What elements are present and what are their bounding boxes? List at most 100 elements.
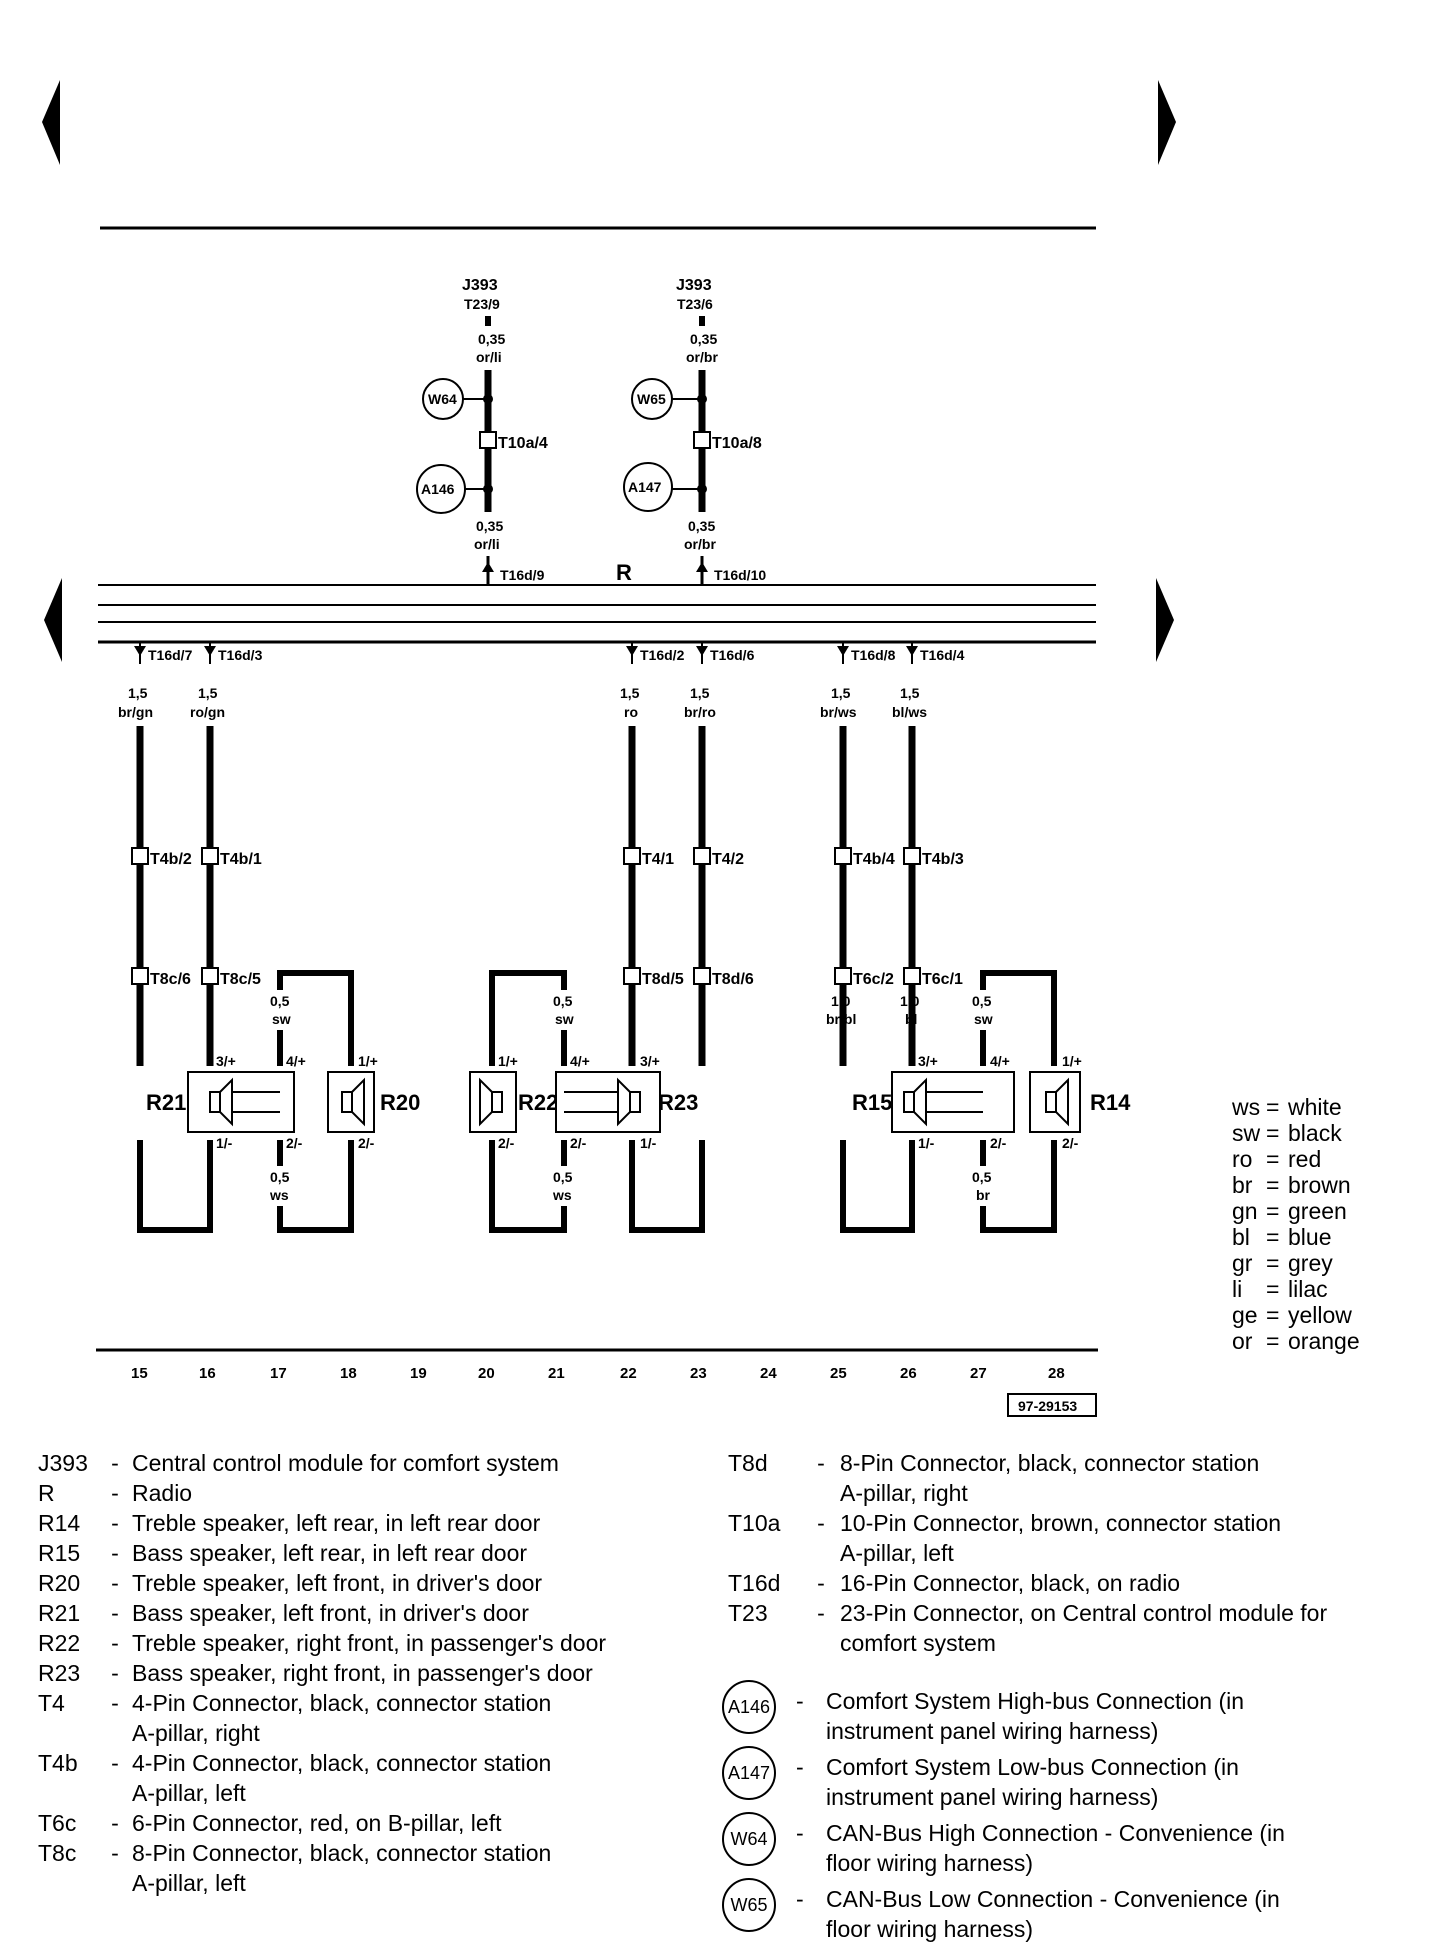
legend-desc-line: A-pillar, right (840, 1480, 968, 1506)
w65-label: W65 (637, 391, 666, 407)
legend-desc: Treble speaker, left rear, in left rear … (132, 1510, 541, 1536)
jumper-bottom-size-3: 0,5 (972, 1169, 992, 1185)
wire-color-1b: or/li (474, 536, 500, 552)
jumper-bottom-color-1: ws (269, 1187, 289, 1203)
col-28: 28 (1048, 1365, 1065, 1382)
col-16: 16 (199, 1365, 216, 1382)
legend-code: T16d (728, 1570, 781, 1596)
legend-row: T8d-8-Pin Connector, black, connector st… (728, 1448, 1408, 1508)
equals-sign: = (1266, 1276, 1280, 1302)
speaker-r14: R14 1/+ 2/- (1029, 1053, 1131, 1151)
wiring-legend-row: A146-Comfort System High-bus Connection … (722, 1680, 1408, 1746)
speaker-r23-label: R23 (658, 1090, 698, 1115)
conn-t41: T4/1 (642, 851, 674, 868)
col-18: 18 (340, 1365, 357, 1382)
color-name: blue (1288, 1224, 1332, 1250)
wiring-legend-row: W64-CAN-Bus High Connection - Convenienc… (722, 1812, 1408, 1878)
col-22: 22 (620, 1365, 637, 1382)
radio-pin-t16d9: T16d/9 (500, 567, 545, 583)
r21-pin-2: 2/- (286, 1135, 303, 1151)
legend-code: T23 (728, 1600, 768, 1626)
component-legend-right: T8d - 8-Pin Connector, black, connector st… (722, 1448, 1408, 1944)
legend-row: T8c-8-Pin Connector, black, connector st… (38, 1838, 678, 1898)
a146-legend-icon: A146 (722, 1680, 776, 1734)
legend-desc: 8-Pin Connector, black, connector statio… (840, 1448, 1408, 1508)
color-code-row: gn=green (1232, 1198, 1360, 1224)
a146-label: A146 (421, 481, 455, 497)
legend-row: T23 -23-Pin Connector, on Central control… (728, 1598, 1408, 1658)
legend-row: T6c-6-Pin Connector, red, on B-pillar, l… (38, 1808, 678, 1838)
color-code: sw (1232, 1120, 1261, 1146)
legend-desc: CAN-Bus High Connection - Convenience (i… (826, 1818, 1408, 1878)
color-code: ws (1232, 1094, 1261, 1120)
r22-pin-2: 2/- (498, 1135, 515, 1151)
legend-code: R22 (38, 1630, 81, 1656)
page-forward-arrow-top-icon[interactable] (1158, 80, 1176, 165)
r21-pin-4: 4/+ (286, 1053, 306, 1069)
legend-row: J393-Central control module for comfort … (38, 1448, 678, 1478)
legend-dash: - (111, 1510, 119, 1536)
legend-dash: - (111, 1480, 119, 1506)
page-back-arrow-mid-icon[interactable] (44, 578, 62, 662)
color-name: brown (1288, 1172, 1351, 1198)
wire-size-1b: 0,35 (476, 518, 503, 534)
color-name: grey (1288, 1250, 1333, 1276)
wire-size-2a: 0,35 (690, 331, 717, 347)
legend-dash: - (111, 1450, 119, 1476)
speaker-r14-label: R14 (1090, 1090, 1131, 1115)
legend-dash: - (796, 1820, 804, 1846)
col-26: 26 (900, 1365, 917, 1382)
legend-dash: - (796, 1688, 804, 1714)
legend-dash: - (817, 1570, 825, 1596)
lower-wires: T16d/7 T16d/3 T16d/2 T16d/6 T16d/8 T16d/… (118, 642, 1057, 1233)
legend-code: T4 (38, 1690, 65, 1716)
legend-desc: 10-Pin Connector, brown, connector stati… (840, 1508, 1408, 1568)
radio-pin-t16d10: T16d/10 (714, 567, 766, 583)
color-code: ro (1232, 1146, 1253, 1172)
r20-pin-2: 2/- (358, 1135, 375, 1151)
legend-row: T4b-4-Pin Connector, black, connector st… (38, 1748, 678, 1808)
r15-pin-4: 4/+ (990, 1053, 1010, 1069)
legend-desc: Treble speaker, right front, in passenge… (132, 1630, 607, 1656)
radio-label: R (616, 560, 632, 585)
jumper-top-color-1: sw (272, 1011, 291, 1027)
legend-desc: 16-Pin Connector, black, on radio (840, 1570, 1181, 1596)
legend-desc-line: Comfort System Low-bus Connection (in (826, 1754, 1239, 1780)
equals-sign: = (1266, 1224, 1280, 1250)
color-code-row: gr=grey (1232, 1250, 1360, 1276)
legend-dash: - (817, 1600, 825, 1626)
legend-gap (728, 1658, 1408, 1680)
jumper-bottom-size-2: 0,5 (553, 1169, 573, 1185)
color-code-row: ro=red (1232, 1146, 1360, 1172)
legend-desc: Central control module for comfort syste… (132, 1450, 559, 1476)
legend-desc-line: comfort system (840, 1630, 996, 1656)
legend-row: R21-Bass speaker, left front, in driver'… (38, 1598, 678, 1628)
size-col23: 1,5 (690, 685, 710, 701)
a147-label: A147 (628, 479, 662, 495)
size-t6c2: 1,0 (831, 993, 851, 1009)
legend-desc: Treble speaker, left front, in driver's … (132, 1570, 543, 1596)
conn-t4b2: T4b/2 (150, 851, 192, 868)
speaker-r20-label: R20 (380, 1090, 420, 1115)
color-code: br (1232, 1172, 1253, 1198)
legend-code: T6c (38, 1810, 77, 1836)
r15-pin-2: 2/- (990, 1135, 1007, 1151)
legend-desc-line: 23-Pin Connector, on Central control mod… (840, 1600, 1328, 1626)
speaker-r15-label: R15 (852, 1090, 892, 1115)
page-forward-arrow-mid-icon[interactable] (1156, 578, 1174, 662)
wiring-legend-row: W65-CAN-Bus Low Connection - Convenience… (722, 1878, 1408, 1944)
equals-sign: = (1266, 1198, 1280, 1224)
conn-t42: T4/2 (712, 851, 744, 868)
pin-t16d8: T16d/8 (851, 647, 896, 663)
legend-desc-line: A-pillar, right (132, 1720, 260, 1746)
color-code-row: ge=yellow (1232, 1302, 1360, 1328)
color-code: gn (1232, 1198, 1258, 1224)
legend-desc-line: 8-Pin Connector, black, connector statio… (132, 1840, 552, 1866)
legend-code: T8d (728, 1450, 768, 1476)
legend-dash: - (111, 1660, 119, 1686)
page-back-arrow-top-icon[interactable] (42, 80, 60, 165)
color-code-row: br=brown (1232, 1172, 1360, 1198)
j393-pin-1: T23/9 (464, 296, 500, 312)
size-t6c1: 1,0 (900, 993, 920, 1009)
